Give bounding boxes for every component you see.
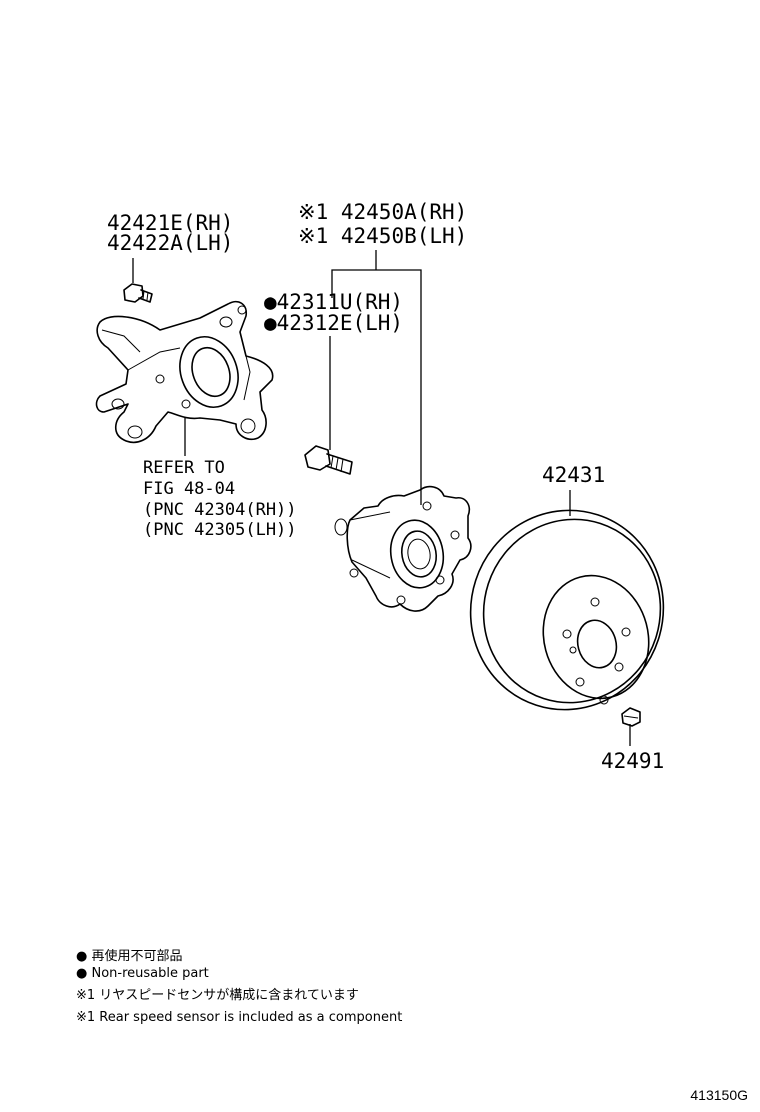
disc-screw-drawing — [621, 707, 641, 727]
legend-sensor-en: ※1 Rear speed sensor is included as a co… — [76, 1010, 402, 1025]
disc-rotor-drawing — [469, 509, 665, 711]
legend-nonreusable-jp: ● 再使用不可部品 — [76, 948, 182, 964]
callout-disc-screw[interactable]: 42491 — [601, 749, 664, 773]
legend-sensor-jp: ※1 リヤスピードセンサが構成に含まれています — [76, 987, 359, 1003]
callout-hub-rh[interactable]: ※1 42450A(RH) — [298, 200, 467, 224]
figure-id: 413150G — [690, 1087, 748, 1103]
callout-knuckle-bolt-rh[interactable]: 42421E(RH) — [107, 211, 233, 235]
callout-knuckle-bolt-lh[interactable]: 42422A(LH) — [107, 231, 233, 255]
leader-lines — [132, 250, 631, 746]
refer-note-line4[interactable]: (PNC 42305(LH)) — [143, 520, 297, 540]
legend-nonreusable-en: ● Non-reusable part — [76, 966, 209, 981]
steering-knuckle-drawing — [95, 300, 274, 444]
refer-note-line1: REFER TO — [143, 458, 225, 478]
refer-note-line3[interactable]: (PNC 42304(RH)) — [143, 500, 297, 520]
refer-note-line2: FIG 48-04 — [143, 479, 235, 499]
callout-disc[interactable]: 42431 — [542, 463, 605, 487]
knuckle-bolt-drawing — [123, 283, 153, 303]
callout-hub-bolt-lh[interactable]: ●42312E(LH) — [264, 311, 403, 335]
hub-bearing-drawing — [334, 485, 472, 612]
hub-bolt-drawing — [304, 445, 353, 475]
callout-hub-lh[interactable]: ※1 42450B(LH) — [298, 224, 467, 248]
callout-hub-bolt-rh[interactable]: ●42311U(RH) — [264, 290, 403, 314]
